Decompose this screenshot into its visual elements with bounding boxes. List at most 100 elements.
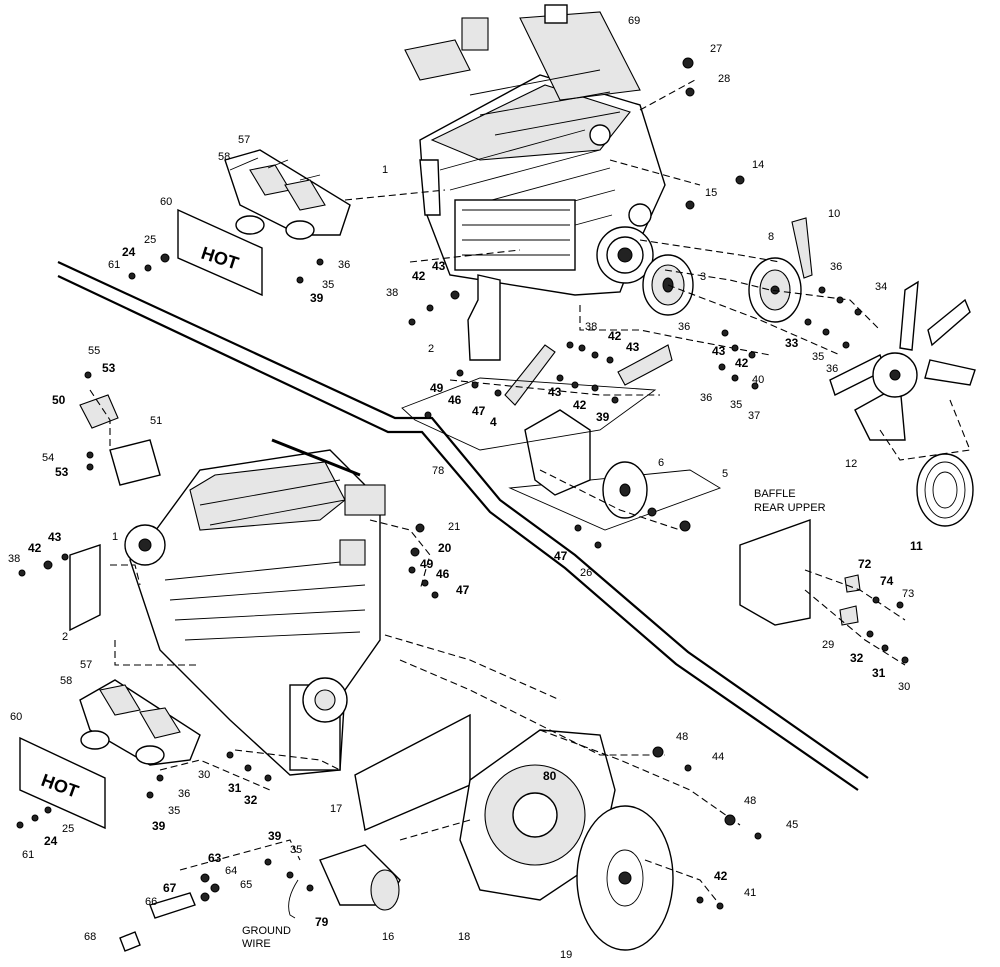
callout-43-3: 43: [712, 344, 726, 358]
callout-60-1: 60: [160, 196, 172, 208]
callout-36-6: 36: [178, 788, 190, 800]
callout-21: 21: [448, 521, 460, 533]
callout-57-2: 57: [80, 659, 92, 671]
pulley-8: [748, 257, 802, 323]
baffle-note-line1: BAFFLE: [754, 488, 796, 500]
callout-69: 69: [628, 15, 640, 27]
callout-48-1: 48: [676, 731, 688, 743]
callout-32-2: 32: [244, 793, 258, 807]
callout-61-1: 61: [108, 259, 120, 271]
callout-74: 74: [880, 574, 894, 588]
callout-47-2: 47: [456, 583, 470, 597]
callout-27: 27: [710, 43, 722, 55]
part-50: [79, 394, 119, 429]
fan-clutch-11: [916, 453, 974, 527]
callout-64: 64: [225, 865, 237, 877]
callout-78: 78: [432, 465, 444, 477]
baffle-rear-upper: [739, 519, 811, 626]
callout-42-1: 42: [412, 269, 426, 283]
part-68: [119, 931, 141, 952]
callout-41: 41: [744, 887, 756, 899]
lower-bracket-2: [69, 544, 101, 632]
callout-73: 73: [902, 588, 914, 600]
callout-54: 54: [42, 452, 54, 464]
callout-46-1: 46: [448, 393, 462, 407]
callout-61-2: 61: [22, 849, 34, 861]
callout-35-1: 35: [322, 279, 334, 291]
callout-33: 33: [785, 336, 799, 350]
callout-31-2: 31: [228, 781, 242, 795]
callout-28: 28: [718, 73, 730, 85]
callout-40: 40: [752, 374, 764, 386]
callout-25-2: 25: [62, 823, 74, 835]
callout-38-2: 38: [585, 321, 597, 333]
callout-labels: 1122345681011121415161718192021242425252…: [8, 15, 923, 961]
callout-24-1: 24: [122, 245, 136, 259]
flywheel-19: [576, 805, 674, 951]
part-29: [839, 605, 859, 626]
ground-wire-note-line2: WIRE: [242, 938, 271, 950]
callout-38-3: 38: [8, 553, 20, 565]
callout-36-2: 36: [678, 321, 690, 333]
callout-43-5: 43: [48, 530, 62, 544]
callout-39-2: 39: [596, 410, 610, 424]
callout-39-1: 39: [310, 291, 324, 305]
callout-53-1: 53: [102, 361, 116, 375]
bracket-46: [504, 344, 556, 406]
callout-43-1: 43: [432, 259, 446, 273]
callout-43-2: 43: [626, 340, 640, 354]
upper-engine-block: [404, 4, 666, 296]
callout-30-1: 30: [898, 681, 910, 693]
ground-wire: [288, 879, 299, 919]
callout-35-5: 35: [290, 844, 302, 856]
fan-12: [829, 280, 976, 441]
callout-36-5: 36: [700, 392, 712, 404]
callout-60-2: 60: [10, 711, 22, 723]
callout-42-3: 42: [735, 356, 749, 370]
callout-44: 44: [712, 751, 724, 763]
callout-65: 65: [240, 879, 252, 891]
callout-3: 3: [700, 271, 706, 283]
callout-72: 72: [858, 557, 872, 571]
lower-engine-block: [124, 438, 386, 776]
callout-34: 34: [875, 281, 887, 293]
section-divider: [57, 261, 869, 791]
callout-10: 10: [828, 208, 840, 220]
fasteners: [16, 57, 909, 910]
callout-17: 17: [330, 803, 342, 815]
baffle-note-line2: REAR UPPER: [754, 502, 826, 514]
callout-49-2: 49: [420, 557, 434, 571]
callout-42-4: 42: [573, 398, 587, 412]
part-10-strap: [791, 217, 813, 279]
callout-38-1: 38: [386, 287, 398, 299]
callout-11: 11: [910, 539, 923, 553]
callout-14: 14: [752, 159, 764, 171]
callout-26: 26: [580, 567, 592, 579]
callout-58-2: 58: [60, 675, 72, 687]
lower-heat-shield: HOT: [19, 736, 106, 830]
callout-42-6: 42: [714, 869, 728, 883]
callout-66: 66: [145, 896, 157, 908]
callout-36-4: 36: [826, 363, 838, 375]
callout-35-2: 35: [812, 351, 824, 363]
callout-2-2: 2: [62, 631, 68, 643]
callout-55: 55: [88, 345, 100, 357]
assembly-lines: [89, 79, 971, 906]
starter-16: [319, 844, 401, 911]
callout-53-2: 53: [55, 465, 69, 479]
callout-24-2: 24: [44, 834, 58, 848]
ground-wire-note-line1: GROUND: [242, 925, 291, 937]
callout-39-4: 39: [268, 829, 282, 843]
upper-bracket-2: [467, 274, 501, 361]
callout-5: 5: [722, 468, 728, 480]
callout-36-1: 36: [338, 259, 350, 271]
callout-37: 37: [748, 410, 760, 422]
callout-16: 16: [382, 931, 394, 943]
callout-42-2: 42: [608, 329, 622, 343]
upper-heat-shield: HOT: [177, 208, 263, 297]
upper-exhaust-manifold: [224, 149, 351, 240]
callout-32-1: 32: [850, 651, 864, 665]
callout-29: 29: [822, 639, 834, 651]
callout-68: 68: [84, 931, 96, 943]
